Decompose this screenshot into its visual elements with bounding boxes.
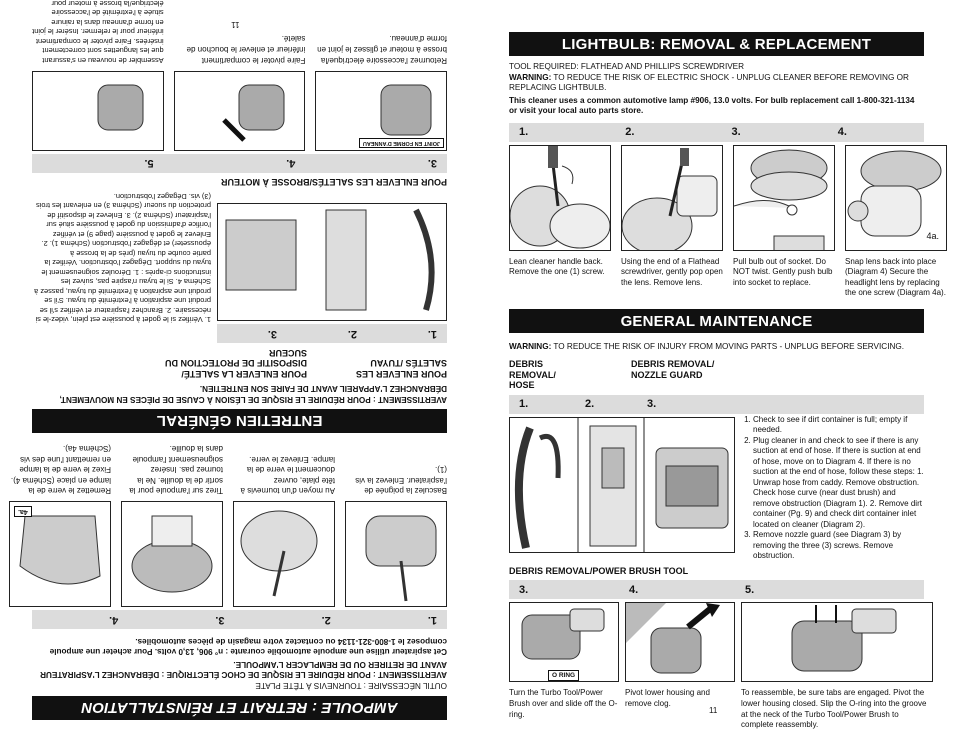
fr-bulb-step-num: 4.: [109, 614, 119, 626]
fr-page-number: 11: [231, 20, 240, 29]
fr-bulb-caption: Remettez le verre de la lampe en place (…: [10, 444, 111, 496]
fr-bulb-caption: Basculez la poignée de l'aspirateur. Enl…: [355, 465, 447, 496]
warning-label: WARNING:: [509, 341, 552, 351]
fr-bulb-steps-strip: 1. 2. 3. 4.: [32, 610, 447, 630]
lightbulb-tools: TOOL REQUIRED: FLATHEAD AND PHILLIPS SCR…: [509, 62, 745, 71]
remove-screw-illustration: [509, 144, 611, 251]
fr-bulb-caption: Tirez sur l'ampoule pour la sortir de la…: [129, 444, 223, 496]
hose-step-number: 2.: [585, 398, 595, 411]
fr-brush-caption: Faire pivoter le compartiment inférieur …: [186, 34, 306, 65]
fr-brush-step-num: 4.: [286, 157, 296, 170]
french-page: AMPOULE : RETRAIT ET RÉINSTALLATION OUTI…: [9, 0, 447, 720]
hose-steps-strip: 1. 2. 3.: [509, 394, 924, 414]
fr-hose-text: 1. Vérifiez si le godet à poussière est …: [34, 191, 211, 325]
fr-bulb-illustration: [233, 501, 335, 608]
warning-text: TO REDUCE THE RISK OF INJURY FROM MOVING…: [551, 341, 905, 351]
brush-step-caption: Pivot lower housing and remove clog.: [625, 688, 710, 708]
hose-step-number: 1.: [519, 398, 529, 411]
brush-step-caption: To reassemble, be sure tabs are engaged.…: [741, 688, 927, 730]
fr-sub-hose: POUR ENLEVER LES SALETÉS /TUYAU: [355, 358, 447, 379]
lightbulb-step-caption: Pull bulb out of socket. Do NOT twist. G…: [733, 256, 833, 287]
brush-step-number: 3.: [519, 583, 529, 596]
fr-bulb-illustration: 4a.: [9, 501, 111, 608]
warning-text: TO REDUCE THE RISK OF ELECTRIC SHOCK - U…: [509, 72, 909, 93]
fr-hose-steps-strip: 1. 2. 3.: [217, 324, 447, 344]
fr-hose-step-num: 2.: [347, 327, 357, 340]
brush-step-number: 4.: [629, 583, 639, 596]
fr-hose-step-num: 1.: [427, 327, 437, 340]
warning-label: WARNING:: [509, 72, 552, 82]
subhead-hose: DEBRIS REMOVAL/ HOSE: [509, 359, 556, 391]
lightbulb-step-caption: Using the end of a Flathead screwdriver,…: [621, 256, 723, 287]
hose-step-number: 3.: [647, 398, 657, 411]
fr-hose-illustration: [217, 203, 447, 322]
page-number: 11: [709, 706, 718, 715]
subhead-nozzle-guard: DEBRIS REMOVAL/ NOZZLE GUARD: [631, 359, 715, 380]
brush-steps-strip: 3. 4. 5.: [509, 580, 924, 600]
fr-bulb-tools: OUTIL NÉCESSAIRE : TOURNEVIS À TÊTE PLAT…: [255, 681, 447, 690]
fr-bulb-warning: AVERTISSEMENT : POUR RÉDUIRE LE RISQUE D…: [40, 660, 447, 680]
lightbulb-step-number: 3.: [731, 126, 741, 138]
fr-maint-title: ENTRETIEN GÉNÉRAL: [32, 408, 447, 433]
french-page-rotated: AMPOULE : RETRAIT ET RÉINSTALLATION OUTI…: [9, 0, 447, 720]
o-ring-illustration: O RING: [509, 602, 619, 683]
fr-bulb-illustration: [345, 501, 447, 608]
instruction-item: Plug cleaner in and check to see if ther…: [753, 436, 924, 531]
lightbulb-step-number: 4.: [837, 126, 847, 138]
snap-lens-illustration: 4a.: [845, 144, 947, 251]
lightbulb-step-number: 1.: [519, 126, 529, 138]
fr-o-ring-label: JOINT EN FORME D'ANNEAU: [358, 137, 444, 148]
pivot-housing-illustration: [625, 602, 735, 683]
hose-nozzle-illustration: [509, 416, 735, 553]
reassemble-illustration: [741, 602, 933, 683]
fr-brush-illustration: JOINT EN FORME D'ANNEAU: [315, 70, 447, 151]
fr-bulb-step-num: 2.: [321, 614, 331, 626]
lightbulb-step-caption: Lean cleaner handle back. Remove the one…: [509, 256, 605, 277]
o-ring-label: O RING: [548, 670, 580, 682]
fr-bulb-note: Cet aspirateur utilise une ampoule autom…: [49, 637, 447, 657]
fr-maint-warning: AVERTISSEMENT : POUR RÉDUIRE LE RISQUE D…: [59, 384, 447, 404]
lightbulb-step-caption: Snap lens back into place (Diagram 4) Se…: [845, 256, 946, 298]
fr-hose-step-num: 3.: [267, 327, 277, 340]
fr-brush-caption: Retournez l'accessoire électrique/la bro…: [317, 34, 447, 65]
pop-lens-illustration: [621, 144, 723, 251]
english-page: LIGHTBULB: REMOVAL & REPLACEMENT TOOL RE…: [477, 0, 954, 738]
lightbulb-warning: WARNING: TO REDUCE THE RISK OF ELECTRIC …: [509, 73, 924, 94]
fr-brush-step-num: 5.: [144, 157, 154, 170]
fr-sub-brush: POUR ENLEVER LES SALETÉS/BROSSE À MOTEUR: [220, 177, 447, 188]
lightbulb-steps-strip: 1. 2. 3. 4.: [509, 122, 924, 142]
lightbulb-title: LIGHTBULB: REMOVAL & REPLACEMENT: [509, 32, 924, 56]
lightbulb-step-number: 2.: [625, 126, 635, 138]
brush-step-caption: Turn the Turbo Tool/Power Brush over and…: [509, 688, 618, 719]
maintenance-instructions: Check to see if dirt container is full; …: [741, 415, 924, 562]
fr-bulb-title: AMPOULE : RETRAIT ET RÉINSTALLATION: [32, 696, 447, 720]
fr-brush-steps-strip: 3. 4. 5.: [32, 153, 447, 173]
instruction-item: Check to see if dirt container is full; …: [753, 415, 924, 436]
fr-sub-guard: POUR ENLEVER LA SALETÉ/ DISPOSITIF DE PR…: [164, 347, 307, 379]
fr-brush-caption: Assembler de nouveau en s'assurant que l…: [32, 0, 164, 65]
pull-bulb-illustration: [733, 144, 835, 251]
fr-bulb-step-num: 1.: [427, 614, 437, 626]
fr-brush-illustration: [31, 70, 164, 151]
maintenance-warning: WARNING: TO REDUCE THE RISK OF INJURY FR…: [509, 342, 924, 353]
brush-step-number: 5.: [745, 583, 755, 596]
fr-brush-step-num: 3.: [427, 157, 437, 170]
fr-brush-illustration: [173, 70, 306, 151]
fr-diagram-4a-label: 4a.: [14, 506, 32, 518]
lamp-note: This cleaner uses a common automotive la…: [509, 95, 915, 116]
maintenance-title: GENERAL MAINTENANCE: [509, 308, 924, 333]
instruction-item: Remove nozzle guard (see Diagram 3) by r…: [753, 530, 924, 562]
subhead-power-brush: DEBRIS REMOVAL/POWER BRUSH TOOL: [509, 565, 689, 576]
fr-bulb-illustration: [121, 501, 223, 608]
fr-bulb-caption: Au moyen d'un tournevis à tête plate, ou…: [240, 454, 335, 496]
fr-bulb-step-num: 3.: [215, 614, 225, 626]
diagram-4a-label: 4a.: [923, 229, 942, 242]
